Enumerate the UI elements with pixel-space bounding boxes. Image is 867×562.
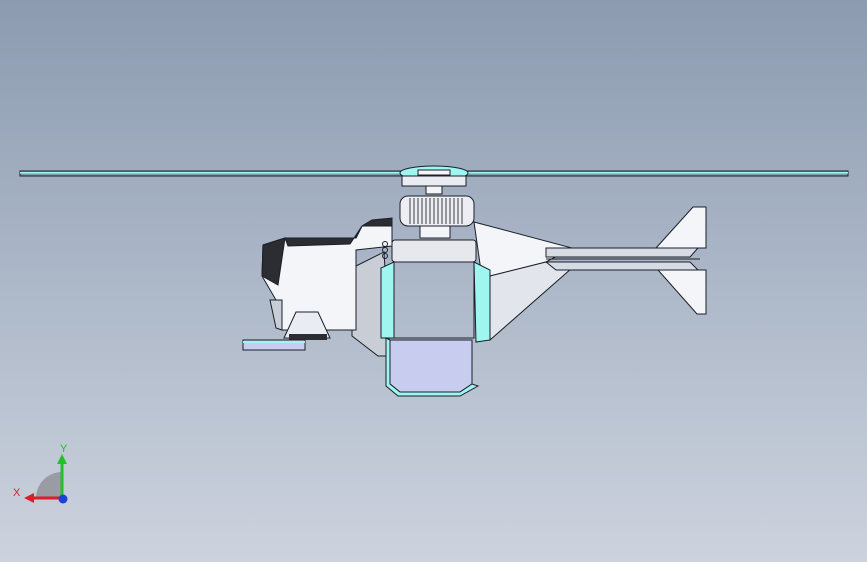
triad-quadrant [36, 472, 62, 498]
y-axis-label: Y [60, 443, 68, 455]
engine[interactable] [399, 195, 475, 239]
cabin-frame[interactable] [380, 261, 491, 397]
z-axis-dot-icon [58, 494, 68, 504]
rotor-hub[interactable] [399, 165, 469, 195]
x-axis-label: X [13, 487, 21, 499]
nose-section[interactable] [261, 217, 393, 331]
tail-boom[interactable] [473, 221, 700, 341]
y-axis-arrow-icon [57, 454, 67, 464]
cabin-top-bar[interactable] [382, 239, 477, 263]
orientation-triad: Y X [13, 443, 68, 504]
tail-fin[interactable] [654, 206, 707, 315]
x-axis-arrow-icon [24, 493, 34, 503]
nozzle[interactable] [283, 311, 331, 340]
landing-skid[interactable] [242, 339, 306, 351]
